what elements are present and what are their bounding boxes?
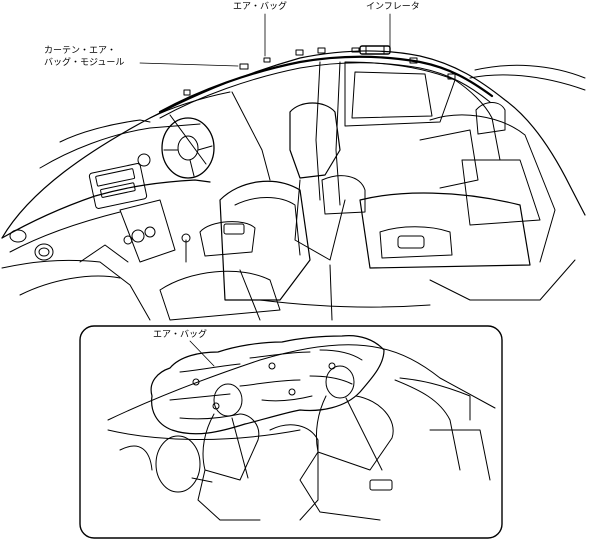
inset-airbag-callout: エア・バッグ: [153, 330, 208, 340]
inflator: [359, 45, 391, 55]
deployed-airbag: [150, 335, 385, 435]
inset-frame: [79, 325, 503, 539]
car-interior-illustration: [1, 45, 586, 321]
deployed-airbag-inset: [79, 325, 503, 539]
curtain-airbag-module: [158, 47, 494, 119]
driver-figure: [155, 383, 261, 521]
front-seats: [159, 102, 346, 321]
leader-lines: [139, 13, 391, 67]
steering-wheel: [161, 117, 215, 179]
inflator-callout: インフレータ: [366, 2, 420, 12]
inset-leader-line: [189, 340, 215, 367]
curtain-airbag-module-callout-line2: バッグ・モジュール: [44, 58, 125, 68]
rear-seats: [321, 102, 556, 269]
curtain-airbag-module-callout-line1: カーテン・エア・: [44, 46, 117, 56]
airbag-callout: エア・バッグ: [233, 2, 288, 12]
center-console: [88, 163, 176, 263]
passenger-figure: [299, 365, 461, 521]
